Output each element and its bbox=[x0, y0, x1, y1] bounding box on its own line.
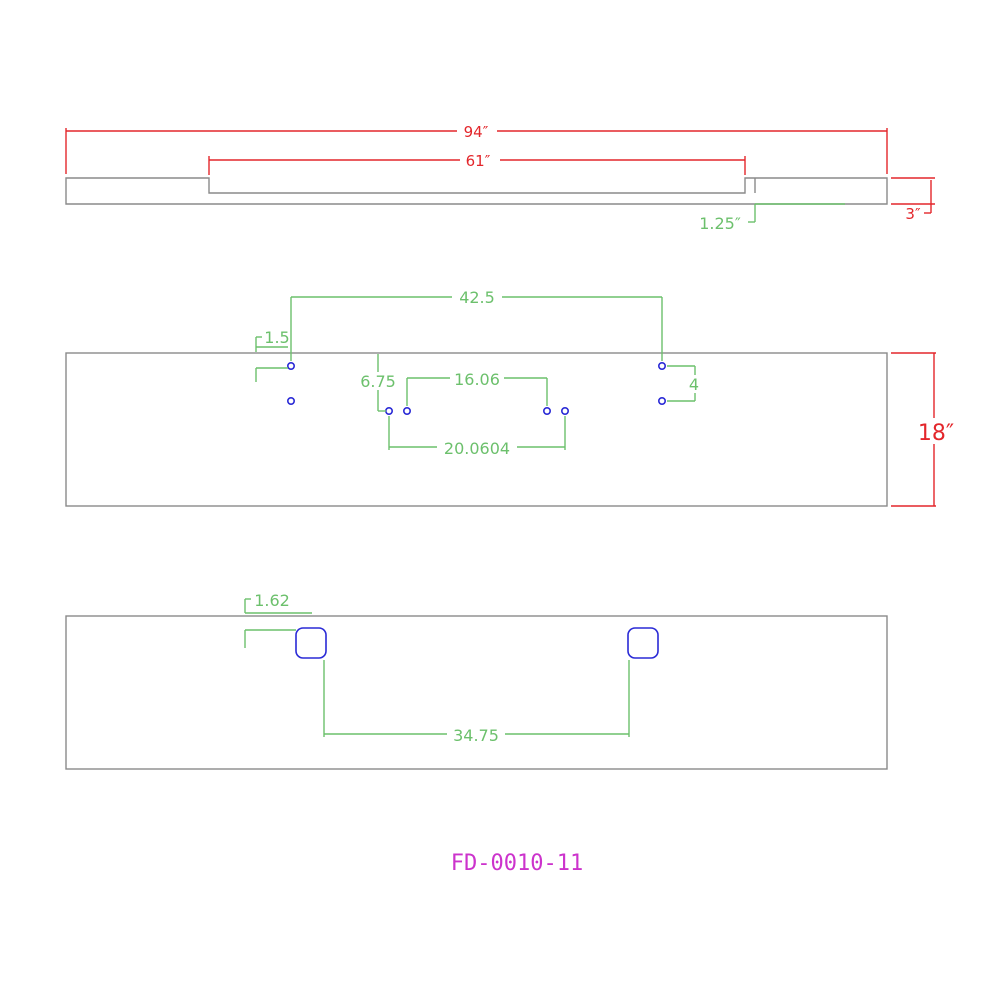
slot-span-label-bg bbox=[447, 726, 505, 744]
overall-length-label: 94″ bbox=[464, 123, 489, 141]
height-label: 18″ bbox=[918, 421, 954, 446]
bottom-view-outline bbox=[65, 615, 888, 770]
hole-top-right-lower bbox=[657, 396, 666, 405]
hole-center-outer-right bbox=[560, 406, 569, 415]
top-view-outline bbox=[65, 177, 888, 205]
hole-pair-spacing-label-bg bbox=[685, 375, 703, 393]
top-view: 94″ 61″ 3″ 1.25″ bbox=[65, 122, 935, 233]
slot-right bbox=[627, 627, 659, 659]
step-label: 1.25″ bbox=[699, 214, 741, 233]
depth-label: 3″ bbox=[905, 205, 921, 223]
front-view-outline bbox=[65, 352, 888, 507]
top-hole-span-label: 42.5 bbox=[459, 288, 495, 307]
hole-center-inner-left bbox=[402, 406, 411, 415]
overall-length-label-bg bbox=[457, 122, 497, 140]
front-view: 42.5 1.5 6.75 16.06 20.0604 4 bbox=[65, 288, 960, 507]
hole-drop-label-bg bbox=[355, 372, 401, 390]
inner-hole-span-label: 16.06 bbox=[454, 370, 500, 389]
hole-drop-label: 6.75 bbox=[360, 372, 396, 391]
outer-hole-span-label: 20.0604 bbox=[444, 439, 510, 458]
slot-left bbox=[295, 627, 327, 659]
slot-edge-label: 1.62 bbox=[254, 591, 290, 610]
bottom-view: 1.62 34.75 bbox=[65, 591, 888, 770]
slot-span-label: 34.75 bbox=[453, 726, 499, 745]
part-number: FD-0010-11 bbox=[451, 851, 583, 876]
inner-hole-span-label-bg bbox=[450, 370, 504, 388]
hole-top-left-upper bbox=[286, 361, 295, 370]
hole-top-left-lower bbox=[286, 396, 295, 405]
hole-pair-spacing-label: 4 bbox=[689, 375, 699, 394]
hole-top-right-upper bbox=[657, 361, 666, 370]
center-section-label-bg bbox=[460, 151, 500, 169]
hole-center-inner-right bbox=[542, 406, 551, 415]
height-label-bg bbox=[912, 418, 960, 444]
center-section-label: 61″ bbox=[466, 152, 491, 170]
hole-center-outer-left bbox=[384, 406, 393, 415]
outer-hole-span-label-bg bbox=[437, 439, 517, 457]
top-hole-edge-label: 1.5 bbox=[264, 328, 289, 347]
top-hole-span-label-bg bbox=[452, 288, 502, 306]
